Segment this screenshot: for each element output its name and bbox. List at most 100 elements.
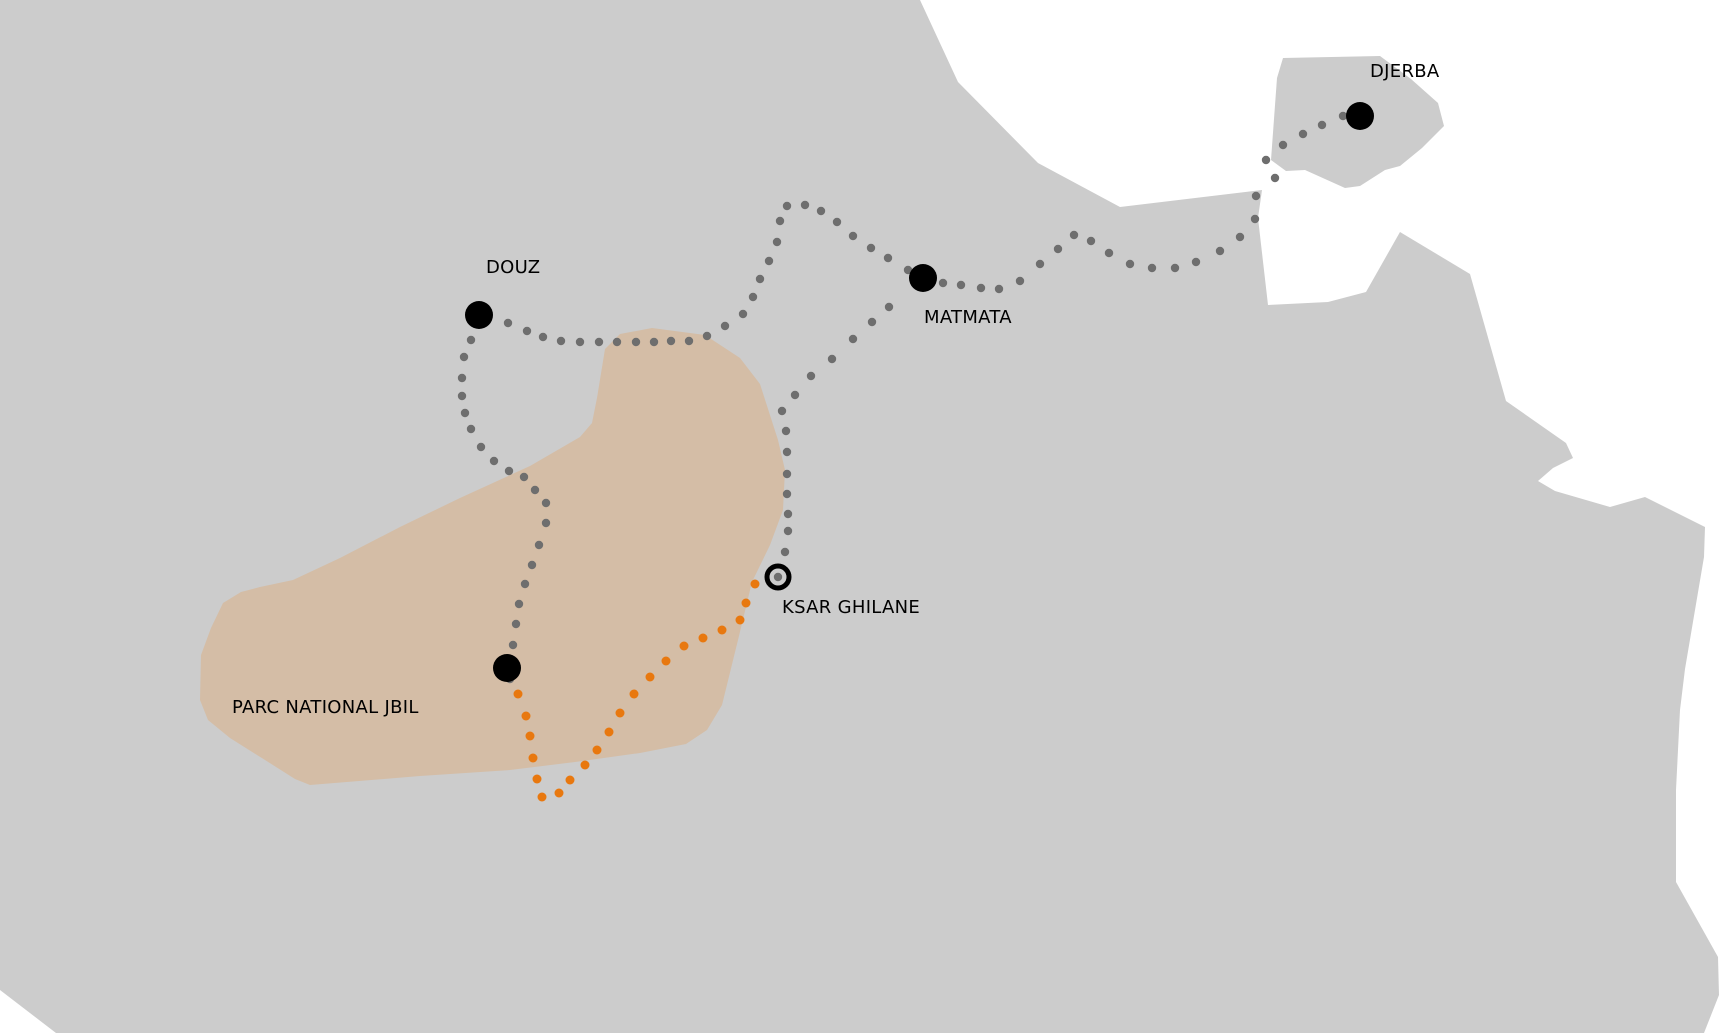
route-gray-dot — [1015, 276, 1025, 286]
route-gray-dot — [1270, 173, 1280, 183]
parc-national-jbil-area — [200, 328, 785, 785]
route-gray-dot — [976, 283, 986, 293]
route-orange-dot — [528, 753, 538, 763]
route-gray-dot — [755, 274, 765, 284]
route-gray-dot — [1069, 230, 1079, 240]
route-orange-dot — [525, 731, 535, 741]
label-parc-national-jbil: PARC NATIONAL JBIL — [232, 697, 419, 718]
route-gray-dot — [489, 456, 499, 466]
route-orange-dot — [741, 598, 751, 608]
route-gray-dot — [848, 231, 858, 241]
route-orange-dot — [592, 745, 602, 755]
route-gray-dot — [772, 237, 782, 247]
route-gray-dot — [720, 321, 730, 331]
route-gray-dot — [782, 489, 792, 499]
route-orange-dot — [537, 792, 547, 802]
route-gray-dot — [466, 424, 476, 434]
route-gray-dot — [522, 326, 532, 336]
marker-matmata — [909, 264, 937, 292]
route-gray-dot — [1086, 236, 1096, 246]
marker-douz — [465, 301, 493, 329]
route-gray-dot — [503, 318, 513, 328]
route-gray-dot — [1250, 214, 1260, 224]
route-orange-dot — [521, 711, 531, 721]
route-gray-dot — [457, 391, 467, 401]
route-gray-dot — [903, 265, 913, 275]
route-gray-dot — [1191, 257, 1201, 267]
route-gray-dot — [520, 579, 530, 589]
route-gray-dot — [514, 599, 524, 609]
route-gray-dot — [511, 619, 521, 629]
route-gray-dot — [530, 485, 540, 495]
label-djerba: DJERBA — [1370, 61, 1440, 82]
route-gray-dot — [832, 217, 842, 227]
route-gray-dot — [504, 466, 514, 476]
route-gray-dot — [702, 331, 712, 341]
route-gray-dot — [783, 526, 793, 536]
route-gray-dot — [631, 337, 641, 347]
route-gray-dot — [594, 337, 604, 347]
markers — [465, 102, 1374, 682]
label-ksar-ghilane: KSAR GHILANE — [782, 597, 920, 618]
route-gray-dot — [466, 335, 476, 345]
route-gray-dot — [1261, 155, 1271, 165]
route-gray-dot — [738, 309, 748, 319]
route-orange-dot — [580, 760, 590, 770]
route-gray-dot — [612, 337, 622, 347]
route-gray-dot — [534, 540, 544, 550]
label-matmata: MATMATA — [924, 307, 1012, 328]
route-gray-dot — [649, 337, 659, 347]
route-orange-dot — [661, 656, 671, 666]
route-gray-dot — [790, 390, 800, 400]
route-orange-dot — [532, 774, 542, 784]
route-orange-dot — [735, 615, 745, 625]
route-orange-dot — [750, 579, 760, 589]
marker-parc-jbil — [493, 654, 521, 682]
route-gray-dot — [994, 284, 1004, 294]
route-gray-dot — [684, 336, 694, 346]
route-gray-dot — [1215, 246, 1225, 256]
route-gray-dot — [764, 256, 774, 266]
marker-ksar-ghilane — [764, 563, 792, 591]
route-gray-dot — [884, 302, 894, 312]
route-gray-dot — [1035, 259, 1045, 269]
route-gray-dot — [1278, 140, 1288, 150]
route-gray-dot — [1170, 263, 1180, 273]
route-gray-dot — [556, 336, 566, 346]
route-orange-dot — [698, 633, 708, 643]
route-gray-dot — [519, 472, 529, 482]
route-gray-dot — [938, 278, 948, 288]
route-gray-dot — [777, 406, 787, 416]
route-gray-dot — [460, 408, 470, 418]
route-gray-dot — [782, 447, 792, 457]
route-gray-dot — [773, 572, 783, 582]
label-douz: DOUZ — [486, 257, 540, 278]
route-gray-dot — [1053, 244, 1063, 254]
route-gray-dot — [782, 469, 792, 479]
route-gray-dot — [1298, 129, 1308, 139]
route-gray-dot — [1251, 191, 1261, 201]
route-orange-dot — [615, 708, 625, 718]
route-gray-dot — [1125, 259, 1135, 269]
route-gray-dot — [527, 560, 537, 570]
route-gray-dot — [748, 292, 758, 302]
route-gray-dot — [1147, 263, 1157, 273]
route-gray-dot — [1104, 248, 1114, 258]
route-gray-dot — [508, 640, 518, 650]
route-orange-dot — [565, 775, 575, 785]
route-gray-dot — [1317, 120, 1327, 130]
route-gray-dot — [575, 337, 585, 347]
route-orange-dot — [645, 672, 655, 682]
route-gray-dot — [956, 280, 966, 290]
route-orange-dot — [717, 625, 727, 635]
route-gray-dot — [1338, 111, 1348, 121]
route-gray-dot — [848, 334, 858, 344]
route-orange-dot — [513, 689, 523, 699]
marker-djerba — [1346, 102, 1374, 130]
route-gray-dot — [666, 336, 676, 346]
route-gray-dot — [476, 442, 486, 452]
route-gray-dot — [780, 547, 790, 557]
route-gray-dot — [806, 371, 816, 381]
route-gray-dot — [1235, 232, 1245, 242]
route-gray-dot — [800, 200, 810, 210]
